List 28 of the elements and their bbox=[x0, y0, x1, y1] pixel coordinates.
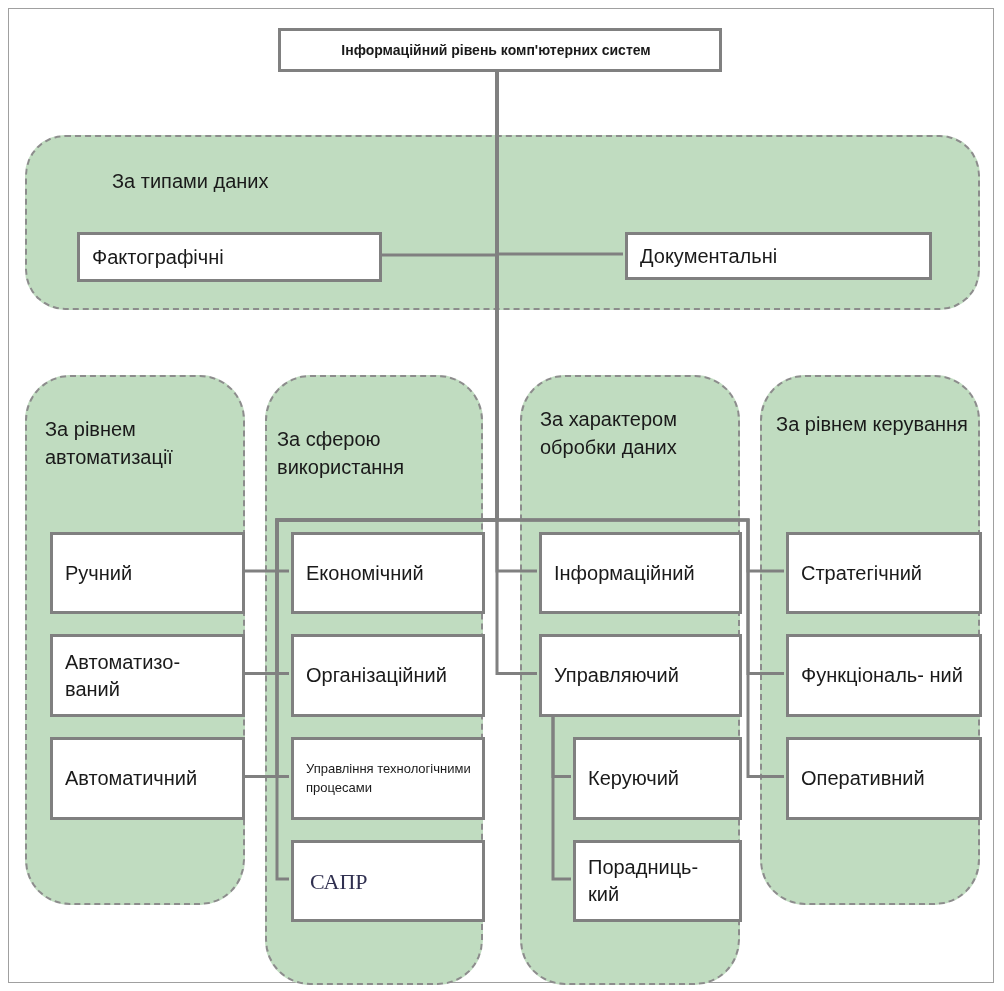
class-box: Керуючий bbox=[573, 737, 742, 820]
class-box: Управляючий bbox=[539, 634, 742, 717]
class-box: Функціональ- ний bbox=[786, 634, 982, 717]
category-heading: За рівнем автоматизації bbox=[45, 417, 174, 470]
class-box: Організаційний bbox=[291, 634, 485, 717]
category-panel bbox=[520, 375, 740, 985]
class-box: Ручний bbox=[50, 532, 245, 614]
category-heading: За типами даних bbox=[112, 169, 270, 194]
category-panel bbox=[265, 375, 483, 985]
category-panel bbox=[25, 135, 980, 310]
category-heading: За рівнем керування bbox=[775, 412, 969, 437]
class-box: Фактографічні bbox=[77, 232, 382, 282]
class-box: САПР bbox=[291, 840, 485, 922]
category-heading: За сферою використання bbox=[277, 427, 406, 480]
category-panel bbox=[760, 375, 980, 905]
category-heading: За характером обробки даних bbox=[540, 407, 678, 460]
class-box: Стратегічний bbox=[786, 532, 982, 614]
class-box: Управління технологічними процесами bbox=[291, 737, 485, 820]
root-box: Інформаційний рівень комп'ютерних систем bbox=[278, 28, 722, 72]
class-box: Автоматичний bbox=[50, 737, 245, 820]
class-box: Оперативний bbox=[786, 737, 982, 820]
class-box: Документальні bbox=[625, 232, 932, 280]
category-panel bbox=[25, 375, 245, 905]
connector-line bbox=[551, 715, 571, 881]
class-box: Порадниць- кий bbox=[573, 840, 742, 922]
class-box: Автоматизо- ваний bbox=[50, 634, 245, 717]
class-box: Економічний bbox=[291, 532, 485, 614]
class-box: Інформаційний bbox=[539, 532, 742, 614]
